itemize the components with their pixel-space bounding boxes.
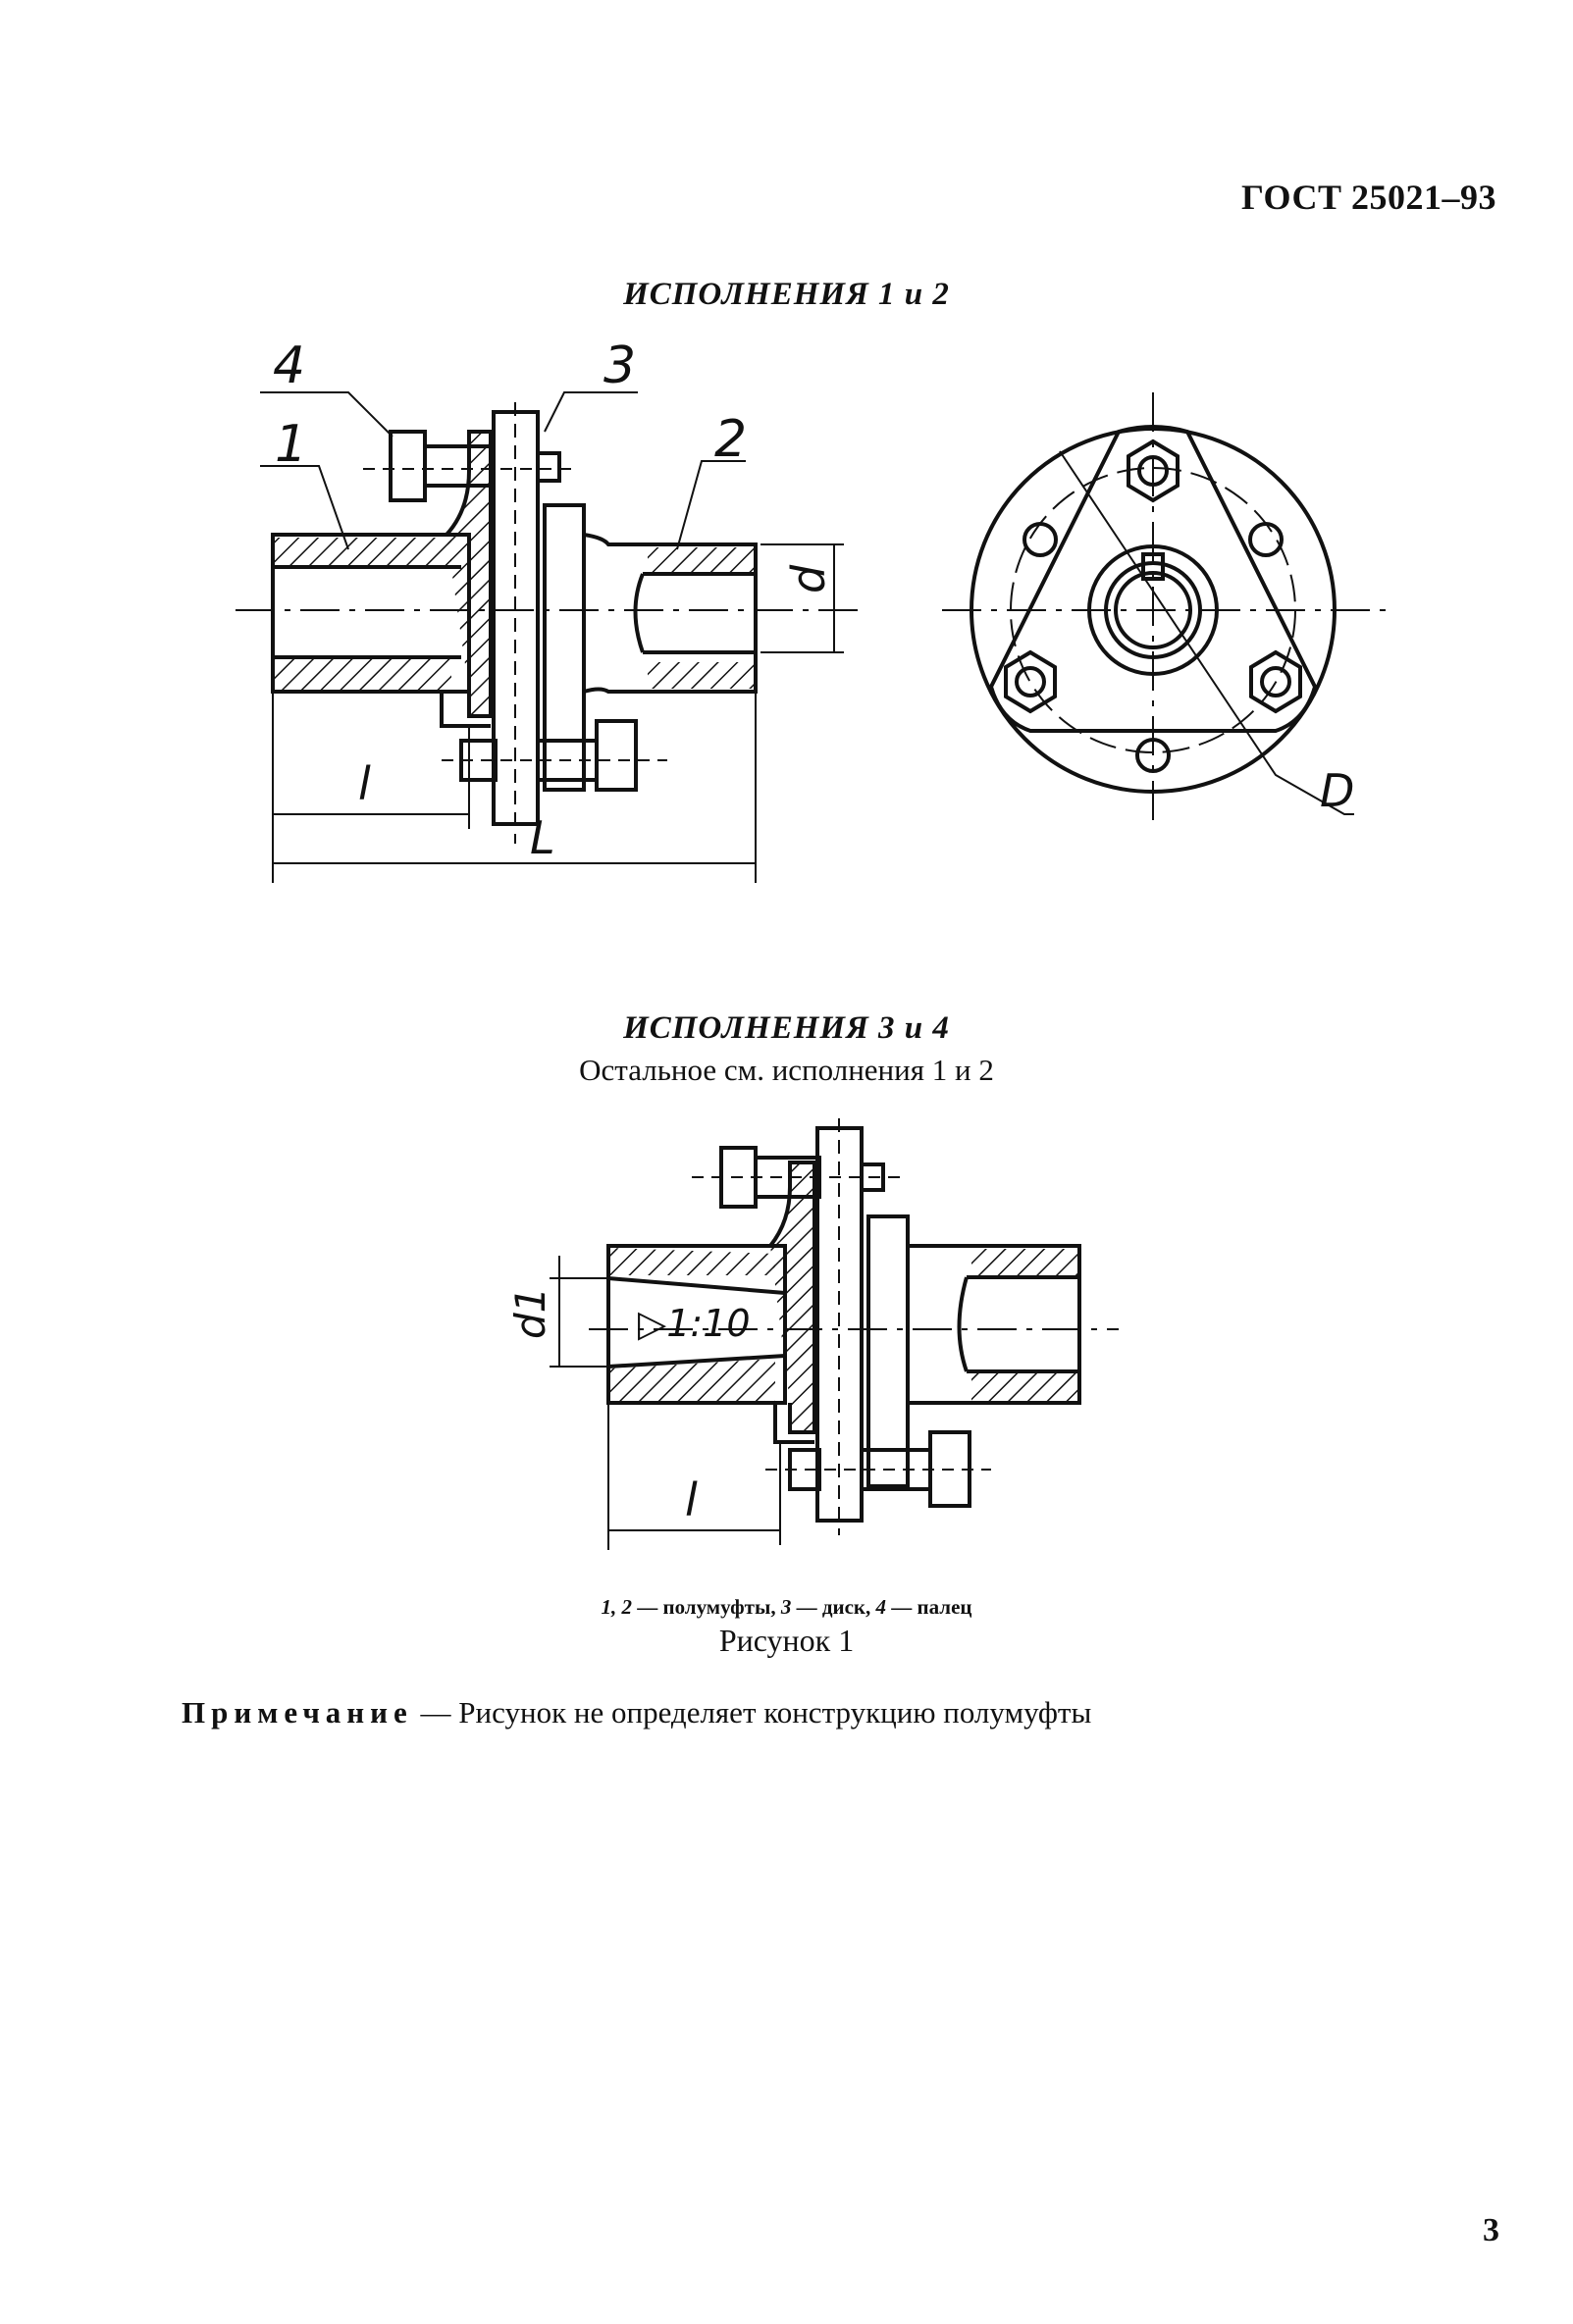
figure-legend: 1, 2 — полумуфты, 3 — диск, 4 — палец bbox=[0, 1595, 1573, 1620]
section-2-title: ИСПОЛНЕНИЯ 3 и 4 bbox=[623, 1010, 950, 1046]
note-text: — Рисунок не определяет конструкцию полу… bbox=[412, 1695, 1092, 1730]
label-l-2: l bbox=[685, 1473, 698, 1526]
legend-num-1-2: 1, 2 bbox=[601, 1595, 632, 1619]
legend-text-4: — палец bbox=[886, 1595, 972, 1619]
figure-caption: Рисунок 1 bbox=[718, 1623, 855, 1658]
label-2: 2 bbox=[714, 410, 747, 469]
label-1: 1 bbox=[275, 415, 307, 474]
note: Примечание — Рисунок не определяет конст… bbox=[182, 1695, 1091, 1730]
label-d1: d1 bbox=[506, 1287, 554, 1339]
page-number: 3 bbox=[1483, 2212, 1499, 2248]
label-taper: ▷1:10 bbox=[638, 1302, 751, 1345]
legend-num-3: 3 bbox=[780, 1595, 792, 1619]
label-l: l bbox=[358, 757, 371, 810]
legend-num-4: 4 bbox=[875, 1595, 887, 1619]
label-D: D bbox=[1320, 764, 1354, 817]
legend-text-3: — диск, bbox=[791, 1595, 876, 1619]
section-2-subtitle: Остальное см. исполнения 1 и 2 bbox=[579, 1053, 994, 1087]
label-L: L bbox=[530, 811, 555, 864]
document-code: ГОСТ 25021–93 bbox=[1241, 178, 1496, 217]
legend-text-1-2: — полумуфты, bbox=[631, 1595, 781, 1619]
label-4: 4 bbox=[273, 336, 305, 395]
section-1-title: ИСПОЛНЕНИЯ 1 и 2 bbox=[623, 277, 950, 312]
label-3: 3 bbox=[603, 336, 636, 395]
label-d: d bbox=[782, 564, 835, 594]
note-label: Примечание bbox=[182, 1695, 413, 1730]
